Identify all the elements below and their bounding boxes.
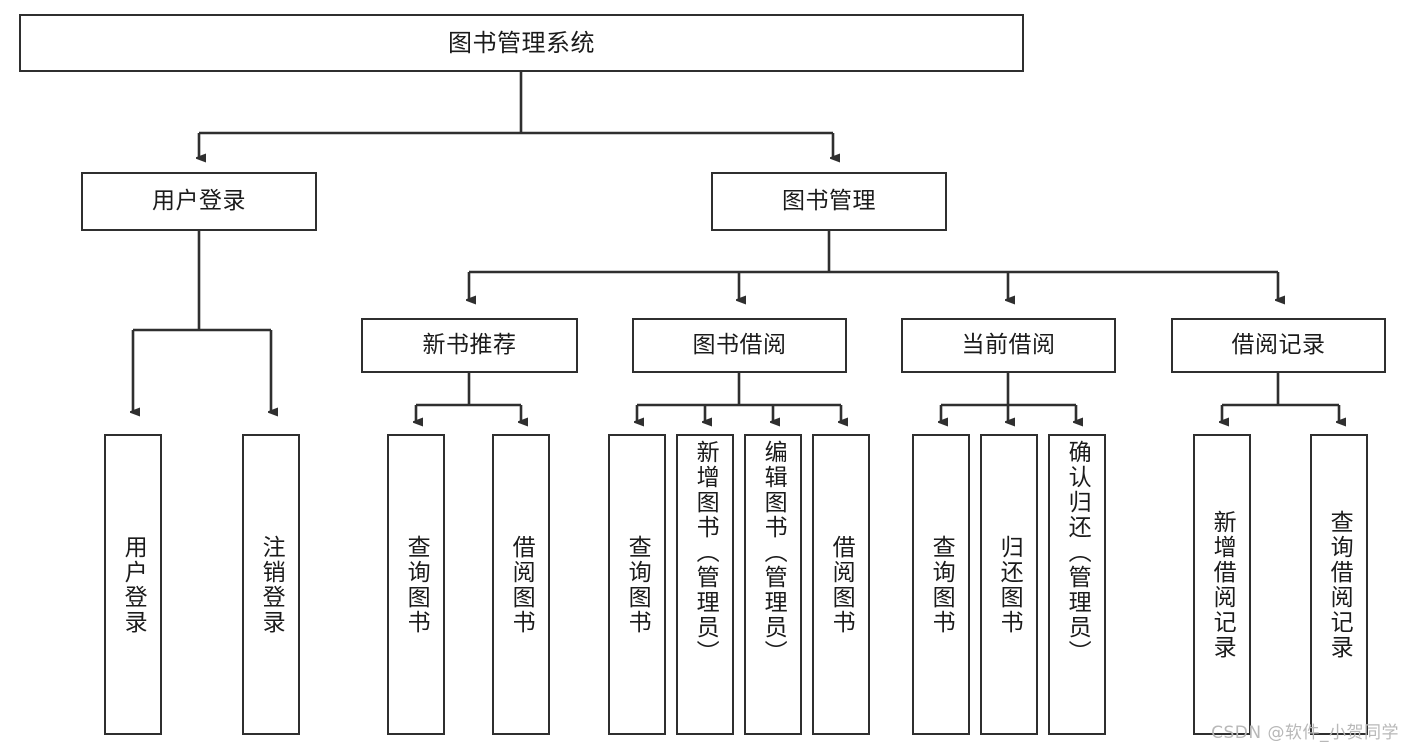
node-label: 图书管理系统 [448, 28, 595, 57]
node-label: 注销登录 [258, 534, 285, 635]
leaf-current-confirm-return-admin[interactable]: 确认归还（管理员） [1048, 434, 1106, 735]
node-label: 图书管理 [782, 187, 876, 214]
node-root-book-management-system[interactable]: 图书管理系统 [19, 14, 1024, 72]
leaf-recommend-query-book[interactable]: 查询图书 [387, 434, 445, 735]
node-label: 图书借阅 [692, 331, 787, 358]
node-label: 借阅图书 [828, 534, 855, 635]
leaf-current-query-book[interactable]: 查询图书 [912, 434, 970, 735]
leaf-user-login-logout[interactable]: 注销登录 [242, 434, 300, 735]
node-borrow-record[interactable]: 借阅记录 [1171, 318, 1386, 373]
leaf-borrow-borrow-book[interactable]: 借阅图书 [812, 434, 870, 735]
node-label: 查询图书 [928, 534, 955, 635]
node-book-management[interactable]: 图书管理 [711, 172, 947, 231]
node-label: 编辑图书（管理员） [760, 440, 787, 665]
node-label: 查询借阅记录 [1326, 509, 1353, 660]
node-book-borrow[interactable]: 图书借阅 [632, 318, 847, 373]
node-label: 查询图书 [403, 534, 430, 635]
node-label: 借阅记录 [1231, 331, 1326, 358]
node-label: 用户登录 [152, 187, 246, 214]
leaf-borrow-edit-book-admin[interactable]: 编辑图书（管理员） [744, 434, 802, 735]
node-label: 新增图书（管理员） [692, 440, 719, 665]
node-current-borrow[interactable]: 当前借阅 [901, 318, 1116, 373]
node-label: 借阅图书 [508, 534, 535, 635]
node-label: 新书推荐 [422, 331, 517, 358]
leaf-record-query-record[interactable]: 查询借阅记录 [1310, 434, 1368, 735]
node-label: 当前借阅 [961, 331, 1056, 358]
node-label: 新增借阅记录 [1209, 509, 1236, 660]
leaf-borrow-add-book-admin[interactable]: 新增图书（管理员） [676, 434, 734, 735]
leaf-recommend-borrow-book[interactable]: 借阅图书 [492, 434, 550, 735]
node-new-book-recommend[interactable]: 新书推荐 [361, 318, 578, 373]
leaf-record-add-record[interactable]: 新增借阅记录 [1193, 434, 1251, 735]
leaf-current-return-book[interactable]: 归还图书 [980, 434, 1038, 735]
node-label: 查询图书 [624, 534, 651, 635]
leaf-borrow-query-book[interactable]: 查询图书 [608, 434, 666, 735]
node-label: 归还图书 [996, 534, 1023, 635]
node-label: 用户登录 [120, 534, 147, 635]
node-user-login[interactable]: 用户登录 [81, 172, 317, 231]
node-label: 确认归还（管理员） [1064, 440, 1091, 665]
leaf-user-login-login[interactable]: 用户登录 [104, 434, 162, 735]
watermark-text: CSDN @软件_小贺同学 [1211, 723, 1399, 743]
